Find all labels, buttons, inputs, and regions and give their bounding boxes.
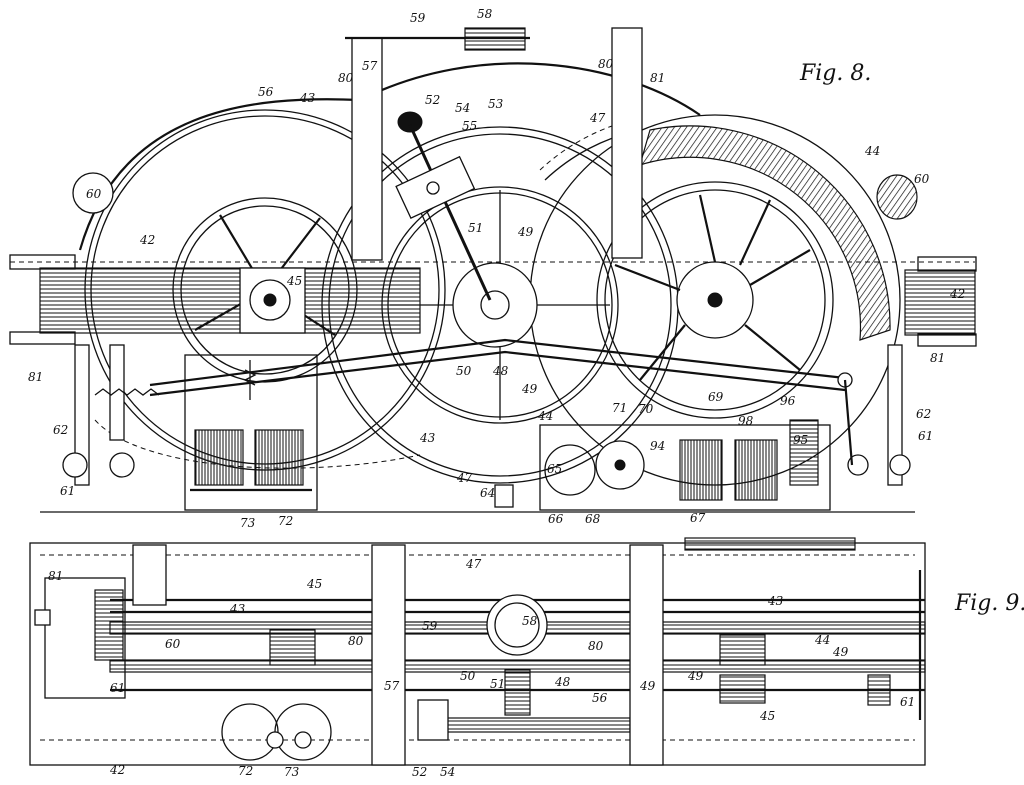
label-96: 96 (780, 394, 796, 408)
fig9-outline (29, 542, 926, 766)
label-68: 68 (585, 512, 601, 526)
label-44: 44 (537, 409, 553, 423)
label-55: 47 (589, 111, 606, 125)
right-standard (843, 174, 918, 486)
label-54: 54 (455, 101, 470, 115)
label-60: 60 (165, 637, 181, 651)
label-56: 56 (258, 85, 274, 99)
label-81: 81 (930, 351, 945, 365)
label-94: 94 (650, 439, 665, 453)
label-43: 43 (299, 91, 316, 105)
label-48: 48 (492, 364, 509, 378)
label-61: 61 (110, 681, 125, 695)
label-47: 47 (456, 471, 473, 485)
belt-43 (78, 62, 701, 251)
label-59: 59 (422, 619, 438, 633)
fig9-number-labels: 81 45 47 43 43 60 80 59 58 50 80 44 49 4… (48, 557, 915, 779)
label-44: 44 (864, 144, 880, 158)
label-60: 60 (86, 187, 102, 201)
label-60: 60 (914, 172, 930, 186)
label-56: 56 (592, 691, 608, 705)
link-50 (149, 338, 846, 387)
label-49: 49 (639, 679, 656, 693)
cross-member-right (629, 544, 664, 766)
label-73: 73 (240, 516, 256, 530)
label-50: 50 (456, 364, 472, 378)
label-73: 73 (284, 765, 300, 779)
wheel-44 (529, 114, 901, 486)
label-51: 51 (468, 221, 483, 235)
label-81: 81 (48, 569, 63, 583)
fig8-number-labels: 59 58 57 80 80 81 43 56 52 54 53 47 55 4… (28, 7, 965, 530)
frame-beam-42 (9, 254, 977, 347)
label-51: 51 (490, 677, 505, 691)
label-57: 57 (362, 59, 378, 73)
label-53: 55 (462, 119, 477, 133)
label-58: 58 (477, 7, 493, 21)
label-61: 61 (918, 429, 933, 443)
label-64: 64 (480, 486, 495, 500)
label-52: 52 (412, 765, 427, 779)
label-43: 43 (767, 594, 784, 608)
label-49: 49 (687, 669, 704, 683)
label-80: 80 (338, 71, 354, 85)
label-62: 62 (53, 423, 68, 437)
label-58: 58 (522, 614, 538, 628)
fig8-title: Fig. 8. (799, 61, 871, 86)
label-42: 42 (139, 233, 155, 247)
label-43: 43 (419, 431, 436, 445)
label-42: 42 (949, 287, 965, 301)
label-59: 59 (410, 11, 426, 25)
cross-member-57 (371, 544, 406, 766)
label-71: 71 (612, 401, 627, 415)
label-67: 67 (690, 511, 706, 525)
uprights-80 (345, 27, 643, 261)
label-65: 65 (547, 462, 562, 476)
fig9-drawing: 81 45 47 43 43 60 80 59 58 50 80 44 49 4… (29, 537, 1024, 779)
label-45: 45 (286, 274, 302, 288)
label-52: 52 (425, 93, 440, 107)
label-81: 81 (650, 71, 665, 85)
label-45: 45 (759, 709, 775, 723)
label-54: 54 (440, 765, 455, 779)
magnet-box-right (494, 419, 831, 511)
label-49: 49 (517, 225, 534, 239)
label-69: 69 (708, 390, 724, 404)
label-43: 43 (229, 602, 246, 616)
label-70: 70 (638, 402, 654, 416)
label-80: 80 (598, 57, 614, 71)
wheel-58-plan (486, 594, 548, 656)
label-72: 72 (238, 764, 253, 778)
label-72: 72 (278, 514, 293, 528)
label-50: 50 (460, 669, 476, 683)
fig9-title: Fig. 9. (954, 591, 1024, 616)
label-44: 44 (814, 633, 830, 647)
label-80: 80 (348, 634, 364, 648)
label-47: 47 (465, 557, 482, 571)
label-47: 53 (488, 97, 504, 111)
label-81: 81 (28, 370, 43, 384)
label-95: 95 (793, 433, 808, 447)
lever-52 (395, 111, 492, 301)
label-42: 42 (109, 763, 125, 777)
label-61: 61 (900, 695, 915, 709)
label-57: 57 (384, 679, 400, 693)
label-49: 49 (832, 645, 849, 659)
fig8-drawing: 59 58 57 80 80 81 43 56 52 54 53 47 55 4… (9, 7, 977, 530)
label-49: 49 (521, 382, 538, 396)
label-61: 61 (60, 484, 75, 498)
rack-56-plan (419, 717, 631, 733)
label-45: 45 (306, 577, 322, 591)
label-48: 48 (554, 675, 571, 689)
label-98: 98 (738, 414, 754, 428)
label-80: 80 (588, 639, 604, 653)
label-62: 62 (916, 407, 931, 421)
left-standard (62, 172, 160, 486)
magnet-box-left (184, 354, 318, 511)
label-66: 66 (548, 512, 564, 526)
